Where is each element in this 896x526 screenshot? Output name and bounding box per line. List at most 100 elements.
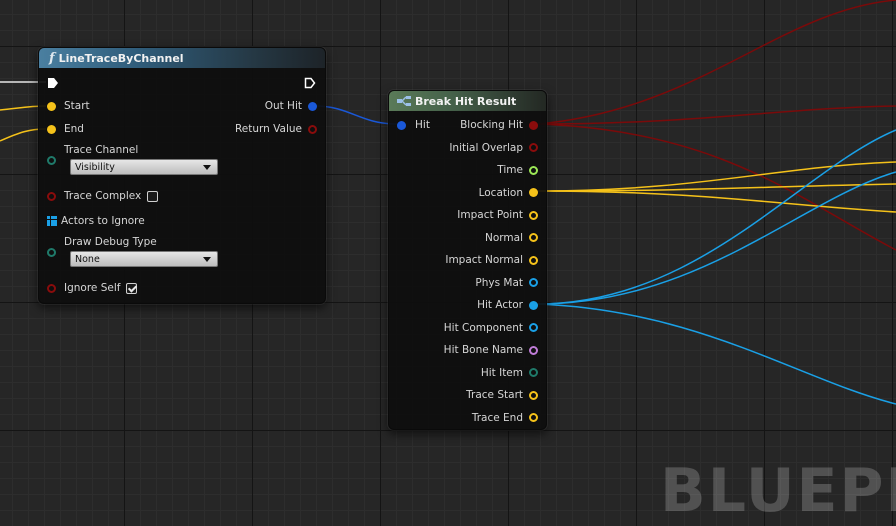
location-wire-1 [536,161,896,192]
pin-label: Hit Bone Name [443,344,523,356]
float-pin-icon [529,165,538,175]
output-pin[interactable]: Impact Point [457,206,538,224]
output-pin[interactable]: Initial Overlap [449,139,538,157]
line-trace-by-channel-node[interactable]: f LineTraceByChannel Start Out Hit End R… [38,47,326,304]
object-pin-icon [529,278,538,287]
location-wire-3 [536,190,896,213]
exec-out-pin[interactable] [304,74,316,92]
hit-actor-wire-2 [536,171,896,305]
pin-label: Impact Normal [445,254,523,266]
pin-label: Location [478,186,523,199]
vector-pin-icon [529,413,538,422]
array-pin-icon [47,216,57,226]
node-header[interactable]: Break Hit Result [389,91,546,111]
object-pin-icon [529,300,538,310]
ignore-self-pin[interactable]: Ignore Self [47,279,138,297]
struct-pin-icon [397,120,406,130]
return-value-pin[interactable]: Return Value [235,120,317,138]
trace-complex-pin[interactable]: Trace Complex [47,187,159,205]
pin-label: Return Value [234,123,302,135]
exec-pin-icon [48,78,58,88]
vector-pin-icon [529,233,538,242]
output-pin[interactable]: Normal [485,229,538,247]
pin-label: Hit Component [443,321,523,334]
location-wire-2 [536,183,896,192]
hit-struct-wire [314,105,398,125]
byte-pin-icon [47,247,56,257]
output-pin[interactable]: Time [497,161,538,179]
output-pin[interactable]: Trace Start [466,386,538,404]
vector-pin-icon [529,210,538,220]
out-hit-pin[interactable]: Out Hit [265,97,317,115]
output-pin[interactable]: Hit Item [481,364,538,382]
output-pin[interactable]: Trace End [472,409,538,427]
vector-pin-icon [47,124,56,134]
pin-label: Start [64,100,90,112]
function-icon: f [49,50,55,66]
blocking-hit-wire-3 [536,123,896,251]
vector-pin-icon [47,101,56,111]
pin-label: Ignore Self [64,282,121,294]
draw-debug-type-dropdown[interactable]: None [70,251,218,267]
struct-pin-icon [308,101,317,111]
actors-to-ignore-pin[interactable]: Actors to Ignore [47,212,145,230]
hit-actor-wire-1 [536,129,896,305]
pin-label: Time [497,164,523,176]
blocking-hit-wire-2 [536,105,896,125]
output-pin[interactable]: Location [479,184,538,202]
bool-pin-icon [529,120,538,130]
output-pin[interactable]: Blocking Hit [460,116,538,134]
start-pin[interactable]: Start [47,97,90,115]
connection-wires [0,0,896,405]
chevron-down-icon [203,257,211,262]
exec-pin-icon [304,77,316,89]
pin-label: Trace Channel [64,144,139,156]
byte-pin-icon [47,155,56,165]
trace-channel-pin[interactable]: Trace Channel [47,144,139,165]
trace-channel-dropdown[interactable]: Visibility [70,159,218,175]
pin-label: Impact Point [457,209,523,221]
node-title: Break Hit Result [415,94,517,108]
output-pin[interactable]: Hit Actor [477,296,538,314]
hit-input-pin[interactable]: Hit [397,116,430,134]
pin-label: Normal [485,231,523,244]
blocking-hit-wire-1 [536,0,896,125]
dropdown-value: None [75,253,100,265]
output-pin[interactable]: Hit Bone Name [444,341,538,359]
pin-label: End [64,123,84,135]
output-pin[interactable]: Impact Normal [445,251,538,269]
bool-pin-icon [47,191,56,201]
bool-pin-icon [529,143,538,152]
pin-label: Hit Actor [477,299,523,311]
node-title: LineTraceByChannel [58,51,184,65]
exec-in-pin[interactable] [47,74,59,92]
blueprint-watermark: BLUEPRIN [660,456,896,526]
pin-label: Hit Item [480,366,523,379]
pin-label: Hit [415,119,430,131]
dropdown-value: Visibility [75,161,115,173]
output-pin[interactable]: Hit Component [444,319,538,337]
pin-label: Initial Overlap [449,141,523,154]
vector-pin-icon [529,255,538,265]
chevron-down-icon [203,165,211,170]
node-header[interactable]: f LineTraceByChannel [39,48,325,68]
draw-debug-type-pin[interactable]: Draw Debug Type [47,236,157,257]
pin-label: Trace Complex [64,190,142,202]
pin-label: Trace End [471,411,523,424]
ignore-self-checkbox[interactable] [126,282,138,294]
byte-pin-icon [529,368,538,377]
end-pin[interactable]: End [47,120,84,138]
bool-pin-icon [308,124,317,134]
hit-actor-wire-3 [536,303,896,405]
pin-label: Blocking Hit [460,119,523,131]
break-struct-icon [397,96,411,106]
pin-label: Phys Mat [475,276,523,289]
object-pin-icon [529,323,538,332]
pin-label: Actors to Ignore [61,215,145,227]
vector-pin-icon [529,188,538,197]
vector-pin-icon [529,390,538,400]
output-pin[interactable]: Phys Mat [475,274,538,292]
trace-complex-checkbox[interactable] [147,190,159,202]
pin-label: Out Hit [264,100,302,112]
